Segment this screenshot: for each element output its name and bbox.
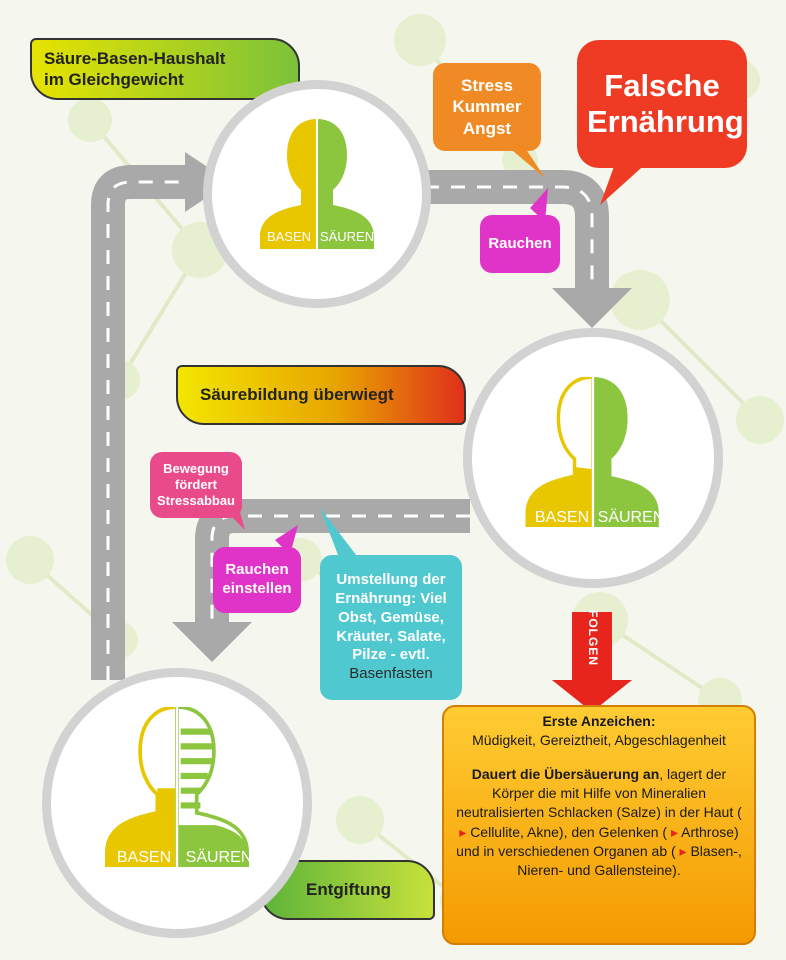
- info-paragraph: Dauert die Übersäuerung an, lagert der K…: [456, 765, 742, 879]
- triangle-bullet-icon: ▸: [670, 823, 678, 840]
- info-box: Erste Anzeichen: Müdigkeit, Gereiztheit,…: [451, 712, 747, 938]
- circle-balance: BASEN SÄUREN: [203, 80, 431, 308]
- label-consequences: FOLGEN: [586, 610, 600, 666]
- info-heading: Erste Anzeichen:: [542, 713, 656, 729]
- circle-acid-dominant: BASEN SÄUREN: [463, 328, 723, 588]
- tag-balance: Säure-Basen-Haushalt im Gleichgewicht: [30, 38, 300, 100]
- triangle-bullet-icon: ▸: [459, 823, 467, 840]
- bubble-wrong-diet: Falsche Ernährung: [577, 40, 747, 168]
- label-bases: BASEN: [534, 509, 590, 526]
- tag-acid-dominant: Säurebildung überwiegt: [176, 365, 466, 425]
- bubble-diet-change: Umstellung der Ernährung: Viel Obst, Gem…: [320, 555, 462, 700]
- bubble-stress: Stress Kummer Angst: [433, 63, 541, 151]
- label-bases: BASEN: [266, 229, 312, 244]
- label-acids: SÄUREN: [597, 509, 665, 526]
- bubble-exercise: Bewegung fördert Stressabbau: [150, 452, 242, 518]
- head-acidic-icon: [525, 377, 659, 527]
- info-box-bg: [442, 705, 756, 945]
- info-symptoms: Müdigkeit, Gereiztheit, Abgeschlagenheit: [472, 732, 726, 749]
- label-bases: BASEN: [116, 849, 172, 866]
- triangle-bullet-icon: ▸: [679, 842, 687, 859]
- bubble-smoking: Rauchen: [480, 215, 560, 273]
- head-balanced-icon: [260, 119, 374, 249]
- consequence-arrow: [552, 612, 632, 712]
- head-detox-icon: [105, 707, 249, 867]
- bubble-quit-smoking: Rauchen einstellen: [213, 547, 301, 613]
- circle-detox: BASEN SÄUREN: [42, 668, 312, 938]
- label-acids: SÄUREN: [185, 849, 253, 866]
- label-acids: SÄUREN: [319, 229, 375, 244]
